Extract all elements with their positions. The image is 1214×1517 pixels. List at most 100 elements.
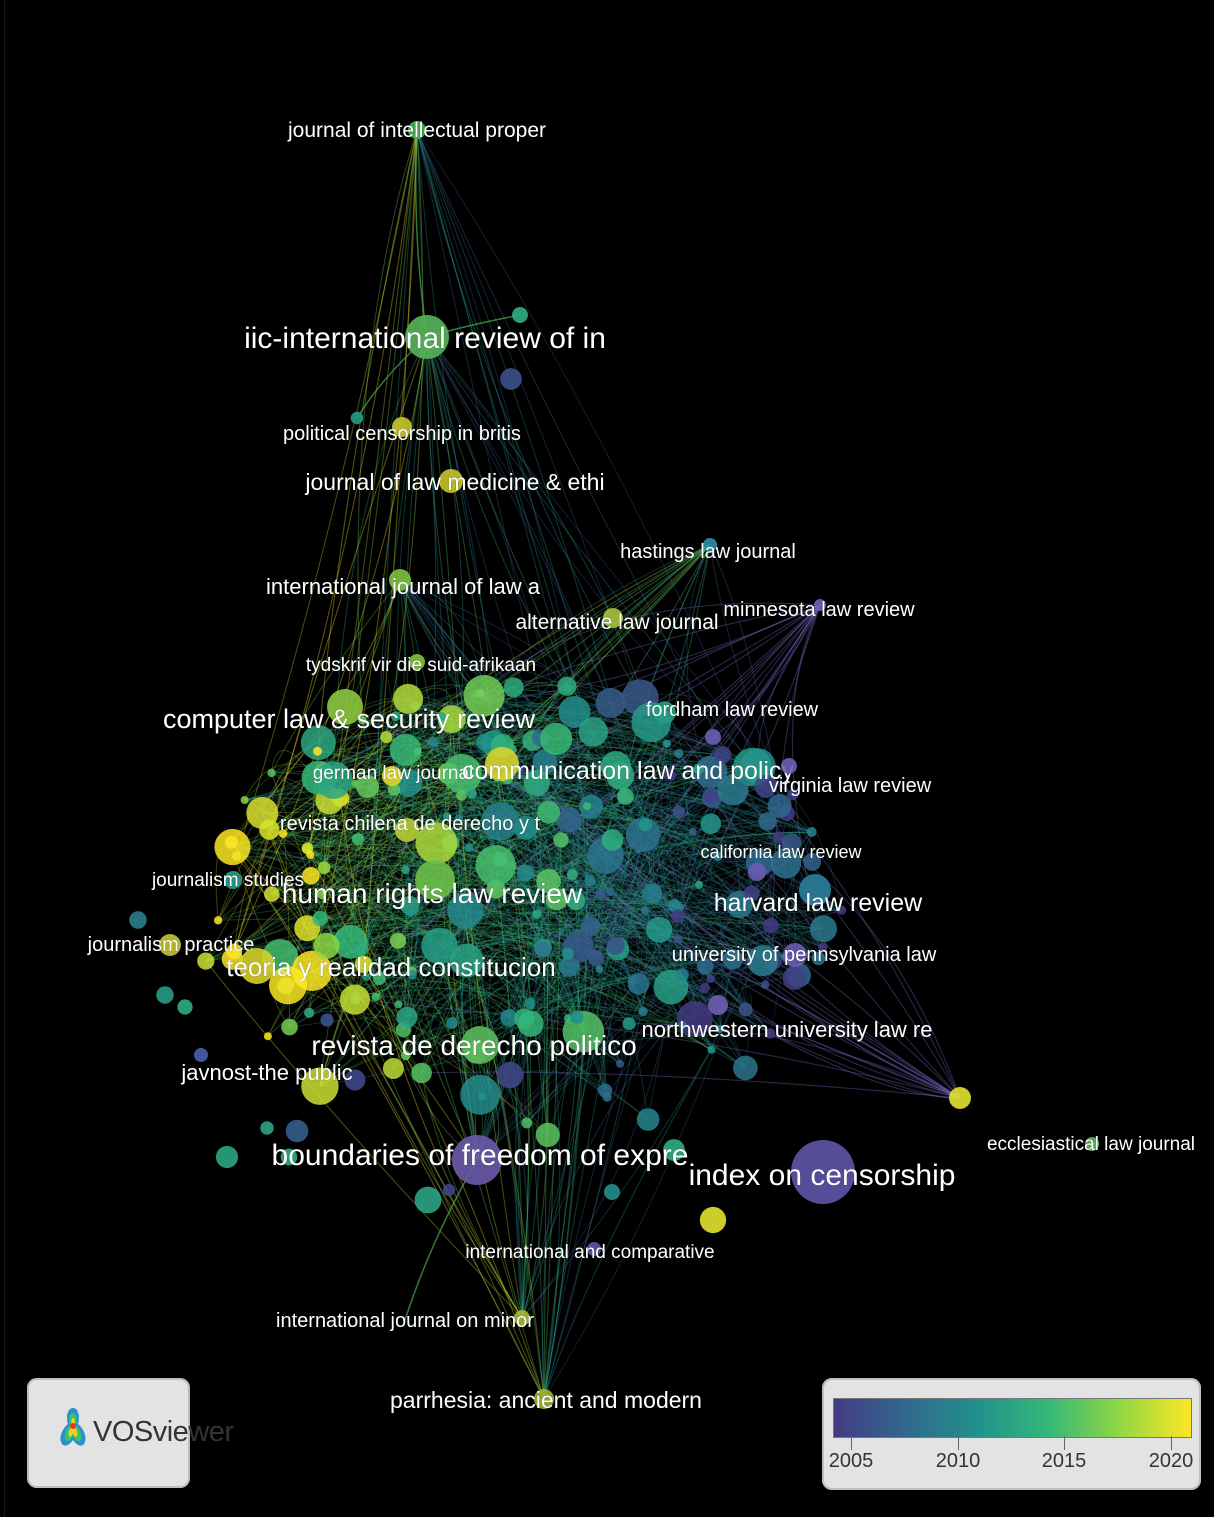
node-circle[interactable] bbox=[224, 871, 242, 889]
network-node[interactable] bbox=[496, 1061, 524, 1089]
network-node[interactable] bbox=[350, 411, 364, 425]
node-minnesota-law-review[interactable]: minnesota law review bbox=[723, 599, 915, 622]
network-node[interactable] bbox=[558, 696, 591, 728]
node-journalism-studies[interactable]: journalism studies bbox=[151, 870, 305, 892]
node-circle[interactable] bbox=[239, 948, 275, 984]
network-node[interactable] bbox=[553, 832, 569, 848]
network-node[interactable] bbox=[715, 1024, 725, 1034]
network-node[interactable] bbox=[500, 368, 522, 390]
network-node[interactable] bbox=[407, 970, 417, 980]
network-node[interactable] bbox=[738, 1002, 753, 1017]
node-communication-law-and-policy[interactable]: communication law and policy bbox=[462, 747, 795, 785]
network-node[interactable] bbox=[678, 1021, 687, 1030]
network-node[interactable] bbox=[765, 1028, 776, 1039]
network-node[interactable] bbox=[300, 725, 336, 761]
node-circle[interactable] bbox=[159, 934, 181, 956]
network-node[interactable] bbox=[722, 949, 744, 970]
network-node[interactable] bbox=[583, 802, 592, 811]
network-node[interactable] bbox=[344, 1069, 366, 1091]
node-revista-chilena-de-derecho[interactable]: revista chilena de derecho y t bbox=[280, 813, 541, 842]
network-node[interactable] bbox=[411, 1062, 432, 1084]
network-node[interactable] bbox=[302, 867, 320, 885]
network-node[interactable] bbox=[606, 936, 625, 955]
network-node[interactable] bbox=[603, 1183, 621, 1201]
node-parrhesia-ancient-and-modern[interactable]: parrhesia: ancient and modern bbox=[390, 1387, 703, 1414]
network-node[interactable] bbox=[694, 755, 728, 789]
network-node[interactable] bbox=[177, 999, 193, 1015]
network-node[interactable] bbox=[713, 746, 732, 764]
node-alternative-law-journal[interactable]: alternative law journal bbox=[515, 608, 719, 634]
node-circle[interactable] bbox=[392, 417, 412, 437]
node-circle[interactable] bbox=[408, 121, 426, 139]
node-iic-international-review[interactable]: iic-international review of in bbox=[244, 315, 606, 359]
network-node[interactable] bbox=[818, 942, 828, 952]
network-node[interactable] bbox=[513, 815, 538, 840]
network-node[interactable] bbox=[264, 886, 280, 902]
network-node[interactable] bbox=[524, 998, 536, 1009]
network-node[interactable] bbox=[362, 972, 371, 981]
network-node[interactable] bbox=[578, 717, 608, 747]
network-node[interactable] bbox=[387, 783, 401, 796]
network-node[interactable] bbox=[197, 952, 215, 970]
network-node[interactable] bbox=[415, 822, 458, 864]
network-node[interactable] bbox=[314, 761, 353, 799]
network-node[interactable] bbox=[500, 1009, 518, 1027]
network-node[interactable] bbox=[580, 916, 601, 937]
network-node[interactable] bbox=[356, 775, 379, 798]
network-node[interactable] bbox=[372, 971, 386, 986]
network-node[interactable] bbox=[534, 941, 551, 958]
network-node[interactable] bbox=[414, 1186, 442, 1214]
network-node[interactable] bbox=[949, 1087, 971, 1109]
node-circle[interactable] bbox=[814, 599, 826, 611]
network-node[interactable] bbox=[540, 722, 573, 756]
network-node[interactable] bbox=[263, 1032, 272, 1041]
node-journal-of-law-medicine-ethi[interactable]: journal of law medicine & ethi bbox=[304, 469, 605, 496]
network-node[interactable] bbox=[269, 966, 307, 1005]
network-node[interactable] bbox=[280, 1148, 298, 1166]
network-node[interactable] bbox=[351, 833, 365, 846]
node-circle[interactable] bbox=[534, 1389, 554, 1409]
network-node[interactable] bbox=[707, 1045, 716, 1054]
node-circle[interactable] bbox=[461, 1026, 499, 1064]
network-node[interactable] bbox=[481, 802, 520, 841]
network-node[interactable] bbox=[803, 852, 822, 871]
network-node[interactable] bbox=[221, 948, 243, 970]
network-node[interactable] bbox=[767, 793, 792, 818]
network-node[interactable] bbox=[595, 889, 606, 900]
network-node[interactable] bbox=[579, 794, 604, 819]
node-circle[interactable] bbox=[485, 747, 519, 781]
network-node[interactable] bbox=[713, 851, 723, 862]
network-node[interactable] bbox=[636, 1108, 660, 1131]
node-circle[interactable] bbox=[389, 569, 411, 591]
network-node[interactable] bbox=[662, 739, 671, 748]
network-node[interactable] bbox=[584, 875, 596, 887]
node-revista-de-derecho-politico[interactable]: revista de derecho politico bbox=[311, 1026, 637, 1064]
network-node[interactable] bbox=[567, 869, 578, 880]
node-university-of-pennsylvania-law[interactable]: university of pennsylvania law bbox=[671, 943, 937, 967]
network-node[interactable] bbox=[545, 888, 568, 911]
network-node[interactable] bbox=[733, 1055, 758, 1081]
network-node[interactable] bbox=[699, 983, 710, 994]
node-tydskrif-vir-die-suid-afrikaan[interactable]: tydskrif vir die suid-afrikaan bbox=[306, 654, 536, 676]
network-node[interactable] bbox=[475, 845, 516, 886]
node-circle[interactable] bbox=[603, 608, 623, 628]
network-node[interactable] bbox=[700, 813, 722, 834]
node-computer-law-security-review[interactable]: computer law & security review bbox=[163, 689, 536, 734]
network-node[interactable] bbox=[595, 688, 626, 718]
network-node[interactable] bbox=[512, 307, 528, 323]
network-node[interactable] bbox=[743, 885, 760, 902]
network-node[interactable] bbox=[536, 869, 561, 894]
network-node[interactable] bbox=[313, 932, 340, 959]
network-node[interactable] bbox=[782, 966, 807, 990]
network-node[interactable] bbox=[587, 949, 604, 966]
node-political-censorship-in-britis[interactable]: political censorship in britis bbox=[283, 417, 521, 445]
network-node[interactable] bbox=[697, 958, 714, 975]
node-circle[interactable] bbox=[799, 874, 831, 906]
network-node[interactable] bbox=[449, 943, 484, 978]
network-node[interactable] bbox=[285, 1119, 309, 1143]
node-california-law-review[interactable]: california law review bbox=[700, 842, 863, 881]
node-fordham-law-review[interactable]: fordham law review bbox=[646, 699, 819, 745]
network-node[interactable] bbox=[129, 911, 147, 929]
network-node[interactable] bbox=[214, 828, 251, 866]
network-node[interactable] bbox=[516, 864, 534, 882]
